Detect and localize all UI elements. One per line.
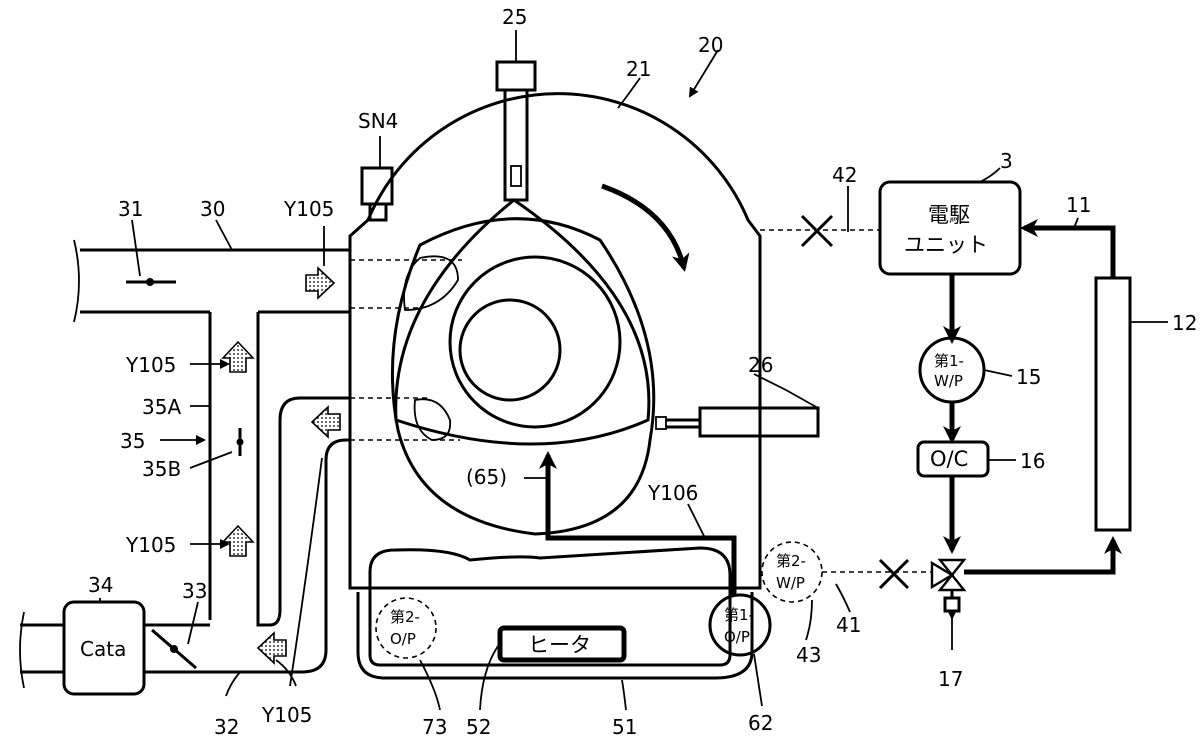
label-sn4: SN4 bbox=[358, 109, 398, 133]
label-35: 35 bbox=[120, 429, 145, 453]
op2-label-1: 第2- bbox=[390, 608, 420, 626]
edrive-unit-label-2: ユニット bbox=[904, 233, 988, 257]
label-62: 62 bbox=[748, 711, 773, 735]
label-30: 30 bbox=[200, 197, 225, 221]
rotation-arrow bbox=[601, 183, 690, 272]
eccentric-shaft bbox=[458, 298, 562, 402]
label-y105-b: Y105 bbox=[125, 533, 176, 557]
oil-inner bbox=[368, 546, 732, 667]
oc-label: O/C bbox=[930, 447, 968, 471]
label-15: 15 bbox=[1016, 365, 1041, 389]
label-43: 43 bbox=[796, 643, 821, 667]
label-31: 31 bbox=[118, 197, 143, 221]
disconnect-x-42 bbox=[800, 214, 834, 248]
label-35a: 35A bbox=[142, 395, 181, 419]
wp2-label-1: 第2- bbox=[776, 552, 806, 570]
label-16: 16 bbox=[1020, 449, 1045, 473]
edrive-unit-label-1: 電駆 bbox=[928, 203, 970, 227]
label-11: 11 bbox=[1066, 193, 1091, 217]
label-y105-top: Y105 bbox=[283, 197, 334, 221]
label-3: 3 bbox=[1000, 149, 1013, 173]
spark-plug-26 bbox=[698, 406, 820, 438]
label-12: 12 bbox=[1172, 311, 1197, 335]
label-34: 34 bbox=[88, 573, 113, 597]
op1-label-1: 第1- bbox=[724, 606, 754, 624]
label-21: 21 bbox=[626, 57, 651, 81]
flow-arrow-egr-bottom bbox=[221, 524, 255, 557]
label-51: 51 bbox=[612, 715, 637, 739]
wp1-label-2: W/P bbox=[934, 372, 963, 390]
flow-arrow-egr-top bbox=[221, 340, 255, 373]
label-y106: Y106 bbox=[647, 481, 698, 505]
second-water-pump bbox=[761, 541, 823, 603]
label-32: 32 bbox=[214, 715, 239, 739]
label-52: 52 bbox=[466, 715, 491, 739]
engine-housing bbox=[348, 92, 762, 590]
oil-pan-51 bbox=[356, 592, 754, 680]
flow-arrow-intake bbox=[305, 266, 336, 300]
label-26: 26 bbox=[748, 353, 773, 377]
first-oil-pump bbox=[708, 593, 772, 657]
label-35b: 35B bbox=[142, 457, 181, 481]
rotor bbox=[394, 198, 651, 446]
heater-52 bbox=[497, 625, 627, 663]
flow-arrow-exhaust-up bbox=[310, 405, 341, 439]
three-way-valve bbox=[930, 558, 967, 592]
label-73: 73 bbox=[422, 715, 447, 739]
rotor-inner-circle bbox=[448, 255, 622, 429]
cata-label: Cata bbox=[80, 637, 126, 661]
label-17: 17 bbox=[938, 667, 963, 691]
op1-label-2: O/P bbox=[724, 628, 750, 646]
injector-25-body bbox=[503, 88, 529, 202]
wp2-label-2: W/P bbox=[776, 574, 805, 592]
label-33: 33 bbox=[182, 579, 207, 603]
flow-arrow-exhaust-low bbox=[256, 631, 287, 665]
heater-label: ヒータ bbox=[528, 633, 591, 657]
radiator-12 bbox=[1094, 276, 1132, 532]
label-y105-a: Y105 bbox=[125, 353, 176, 377]
trochoid-chamber bbox=[390, 217, 656, 536]
sensor-17 bbox=[943, 596, 961, 613]
wp1-label-1: 第1- bbox=[934, 352, 964, 370]
catalyst-34 bbox=[62, 600, 146, 696]
label-y105-bottom: Y105 bbox=[261, 703, 312, 727]
label-42: 42 bbox=[832, 163, 857, 187]
op2-label-2: O/P bbox=[390, 630, 416, 648]
edrive-unit-3 bbox=[878, 180, 1022, 276]
label-65: (65) bbox=[466, 465, 507, 489]
disconnect-x-41 bbox=[878, 558, 910, 590]
second-oil-pump bbox=[375, 597, 437, 659]
label-41: 41 bbox=[836, 613, 861, 637]
label-25: 25 bbox=[502, 5, 527, 29]
label-20: 20 bbox=[698, 33, 723, 57]
first-water-pump bbox=[918, 336, 986, 404]
oil-route-65 bbox=[539, 451, 737, 595]
injector-25-cap bbox=[495, 60, 537, 92]
